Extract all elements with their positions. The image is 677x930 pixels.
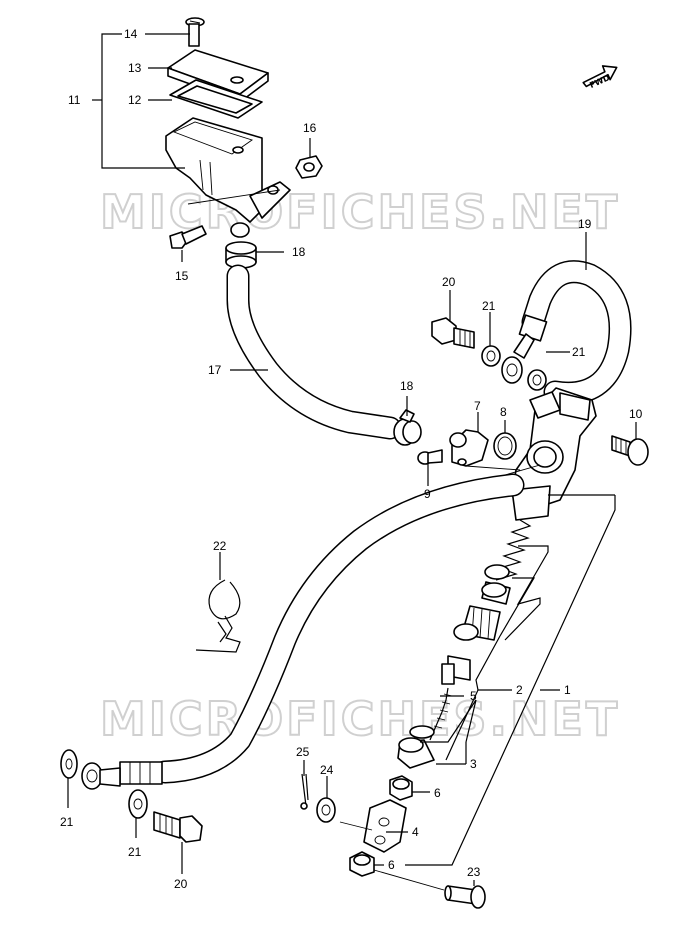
label-6-lower: 6 <box>388 858 395 872</box>
label-14: 14 <box>124 27 138 41</box>
label-17: 17 <box>208 363 222 377</box>
hose-clip-22 <box>195 579 241 653</box>
master-cylinder-body <box>504 387 597 521</box>
mount-bolt-10 <box>611 435 649 466</box>
label-21-lower-b: 21 <box>128 845 142 859</box>
label-24: 24 <box>320 763 334 777</box>
reservoir-assembly <box>165 17 323 249</box>
label-12: 12 <box>128 93 142 107</box>
label-2: 2 <box>516 683 523 697</box>
clevis-pin-23 <box>444 885 486 909</box>
label-18-upper: 18 <box>292 245 306 259</box>
label-9: 9 <box>424 487 431 501</box>
label-8: 8 <box>500 405 507 419</box>
label-22: 22 <box>213 539 227 553</box>
forward-arrow-icon: FWD <box>582 65 618 90</box>
label-4: 4 <box>412 825 419 839</box>
label-10: 10 <box>629 407 643 421</box>
label-21-upper-a: 21 <box>482 299 496 313</box>
label-11: 11 <box>68 93 81 107</box>
spring-piston-kit <box>397 519 532 769</box>
label-21-lower-a: 21 <box>60 815 74 829</box>
part-labels: 14 13 12 11 16 15 18 17 19 20 21 21 18 7… <box>60 27 643 891</box>
label-25: 25 <box>296 745 310 759</box>
label-13: 13 <box>128 61 142 75</box>
clamp-upper <box>225 241 257 269</box>
screw-9 <box>417 449 443 465</box>
nut-6-lower <box>349 851 375 877</box>
label-21-upper-b: 21 <box>572 345 586 359</box>
washer-21-b <box>527 369 547 391</box>
label-6-upper: 6 <box>434 786 441 800</box>
leader-lines <box>67 33 637 891</box>
watermark-top: MICROFICHES.NET <box>100 185 620 239</box>
label-3: 3 <box>470 757 477 771</box>
label-15: 15 <box>175 269 189 283</box>
brake-hose-lower <box>81 473 525 790</box>
brake-hose-upper <box>501 260 632 405</box>
reservoir-hose <box>226 264 402 440</box>
label-7: 7 <box>474 399 481 413</box>
label-16: 16 <box>303 121 317 135</box>
watermark-bottom: MICROFICHES.NET <box>100 692 620 746</box>
inlet-fitting <box>449 429 521 471</box>
label-23: 23 <box>467 865 481 879</box>
label-18-lower: 18 <box>400 379 414 393</box>
washer-24 <box>316 797 336 823</box>
clevis-4 <box>363 799 407 853</box>
washer-21-d <box>128 789 148 819</box>
nut-6-upper <box>389 775 413 801</box>
label-20-lower: 20 <box>174 877 188 891</box>
union-bolt-upper <box>431 317 475 349</box>
union-bolt-lower <box>153 811 203 843</box>
cotter-pin-25 <box>300 773 309 810</box>
washer-21-a <box>481 345 501 367</box>
label-19: 19 <box>578 217 592 231</box>
svg-text:FWD: FWD <box>588 73 611 90</box>
label-1: 1 <box>564 683 571 697</box>
washer-21-c <box>60 749 78 779</box>
label-5: 5 <box>470 689 477 703</box>
label-20-upper: 20 <box>442 275 456 289</box>
